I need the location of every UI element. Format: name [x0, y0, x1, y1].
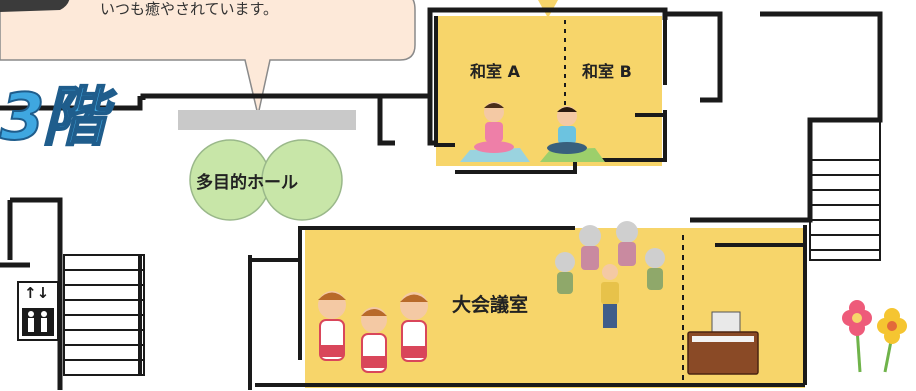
elevator-arrows-icon: ↑↓ — [24, 284, 50, 302]
stairs-right — [809, 119, 881, 261]
kids-cheering — [318, 291, 428, 373]
person-meditating-b — [547, 106, 587, 154]
room-washitsu-b-fill — [566, 16, 662, 166]
room-label-washitsu-a: 和室 A — [470, 62, 520, 81]
washitsu-walls — [434, 16, 667, 174]
seniors-exercising — [555, 221, 665, 328]
elevator — [17, 281, 59, 341]
conference-walls — [248, 225, 807, 390]
stairs-left — [63, 254, 145, 376]
room-label-multipurpose-hall: 多目的ホール — [196, 173, 298, 193]
gray-strip — [178, 110, 356, 130]
yoga-mat-a — [460, 148, 530, 162]
person-meditating-a — [474, 102, 514, 153]
speech-bubble — [0, 0, 416, 116]
room-label-washitsu-b: 和室 B — [582, 62, 632, 81]
flowers-icon — [842, 300, 907, 373]
floor-label: 3階 — [0, 80, 108, 156]
callout-text: いつも癒やされています。 — [100, 0, 279, 18]
bubble-photo-thumbnail — [0, 0, 70, 12]
organ-icon — [687, 311, 759, 375]
room-label-conference: 大会議室 — [452, 294, 529, 316]
hall-circle-right — [261, 139, 343, 221]
